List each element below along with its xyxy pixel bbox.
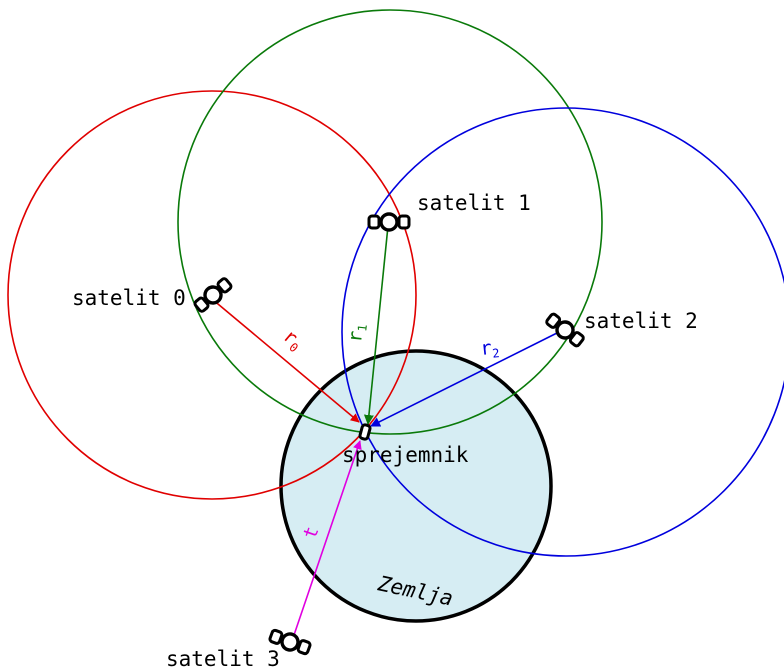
range-index-2: 2 bbox=[492, 346, 501, 361]
range-circle-2 bbox=[341, 107, 784, 557]
range-symbol-2: r bbox=[479, 337, 493, 360]
range-arrow-0 bbox=[211, 298, 360, 423]
satellite-2-label: satelit 2 bbox=[584, 309, 698, 333]
range-arrow-2 bbox=[370, 330, 562, 427]
satellite-icon bbox=[367, 212, 411, 232]
receiver-label: sprejemnik bbox=[342, 443, 469, 467]
satellite-icon bbox=[193, 277, 233, 313]
satellite-icon bbox=[545, 312, 585, 348]
range-label-1: r1 bbox=[344, 323, 370, 344]
earth-disc bbox=[279, 349, 553, 623]
range-symbol-1: r bbox=[344, 330, 367, 344]
range-circle-1 bbox=[177, 9, 603, 435]
range-label-2: r2 bbox=[479, 336, 500, 362]
receiver-icon bbox=[358, 423, 372, 441]
satellite-3-label: satelit 3 bbox=[166, 647, 280, 670]
range-label-0: r0 bbox=[278, 325, 308, 355]
satellite-0-label: satelit 0 bbox=[72, 286, 186, 310]
range-arrow-1 bbox=[363, 225, 389, 425]
satellite-icon bbox=[268, 628, 312, 656]
range-arrow-3 bbox=[292, 440, 362, 639]
satellite-1-label: satelit 1 bbox=[417, 191, 531, 215]
range-circle-0 bbox=[7, 90, 417, 500]
range-index-1: 1 bbox=[355, 324, 370, 333]
